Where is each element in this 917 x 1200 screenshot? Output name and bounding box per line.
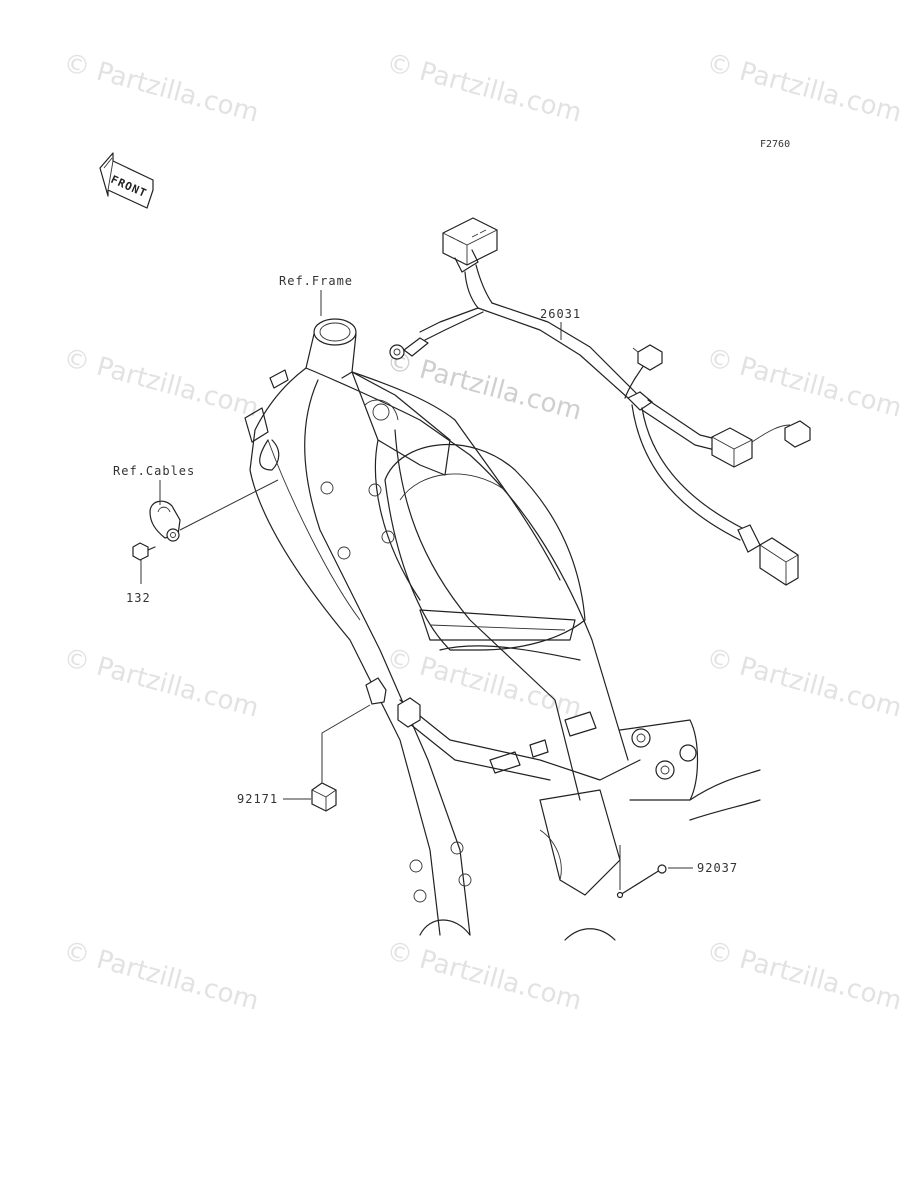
front-arrow-label: FRONT — [109, 173, 149, 200]
watermark-layer: © Partzilla.com © Partzilla.com © Partzi… — [60, 48, 905, 1017]
center-watermark: © Partzilla.com — [383, 346, 585, 427]
callout-92171[interactable]: 92171 — [237, 792, 278, 806]
watermark: © Partzilla.com — [383, 936, 585, 1017]
callout-92037[interactable]: 92037 — [697, 861, 738, 875]
callout-ref-frame: Ref.Frame — [279, 274, 353, 288]
pin-92037 — [616, 845, 693, 899]
callout-ref-cables: Ref.Cables — [113, 464, 195, 478]
watermark: © Partzilla.com — [383, 48, 585, 129]
callout-132[interactable]: 132 — [126, 591, 151, 605]
watermark: © Partzilla.com — [60, 936, 262, 1017]
watermark: © Partzilla.com — [60, 643, 262, 724]
watermark: © Partzilla.com — [703, 343, 905, 424]
figure-code: F2760 — [760, 139, 790, 150]
watermark: © Partzilla.com — [60, 343, 262, 424]
wiring-harness-26031 — [389, 217, 811, 586]
bolt-132 — [132, 542, 156, 584]
callout-26031[interactable]: 26031 — [540, 307, 581, 321]
cable-clamp — [149, 479, 279, 542]
watermark: © Partzilla.com — [703, 936, 905, 1017]
watermark: © Partzilla.com — [703, 48, 905, 129]
watermark: © Partzilla.com — [60, 48, 262, 129]
clamp-92171 — [283, 677, 421, 812]
front-arrow-icon: FRONT — [99, 152, 154, 209]
frame — [244, 318, 761, 941]
watermark: © Partzilla.com — [703, 643, 905, 724]
